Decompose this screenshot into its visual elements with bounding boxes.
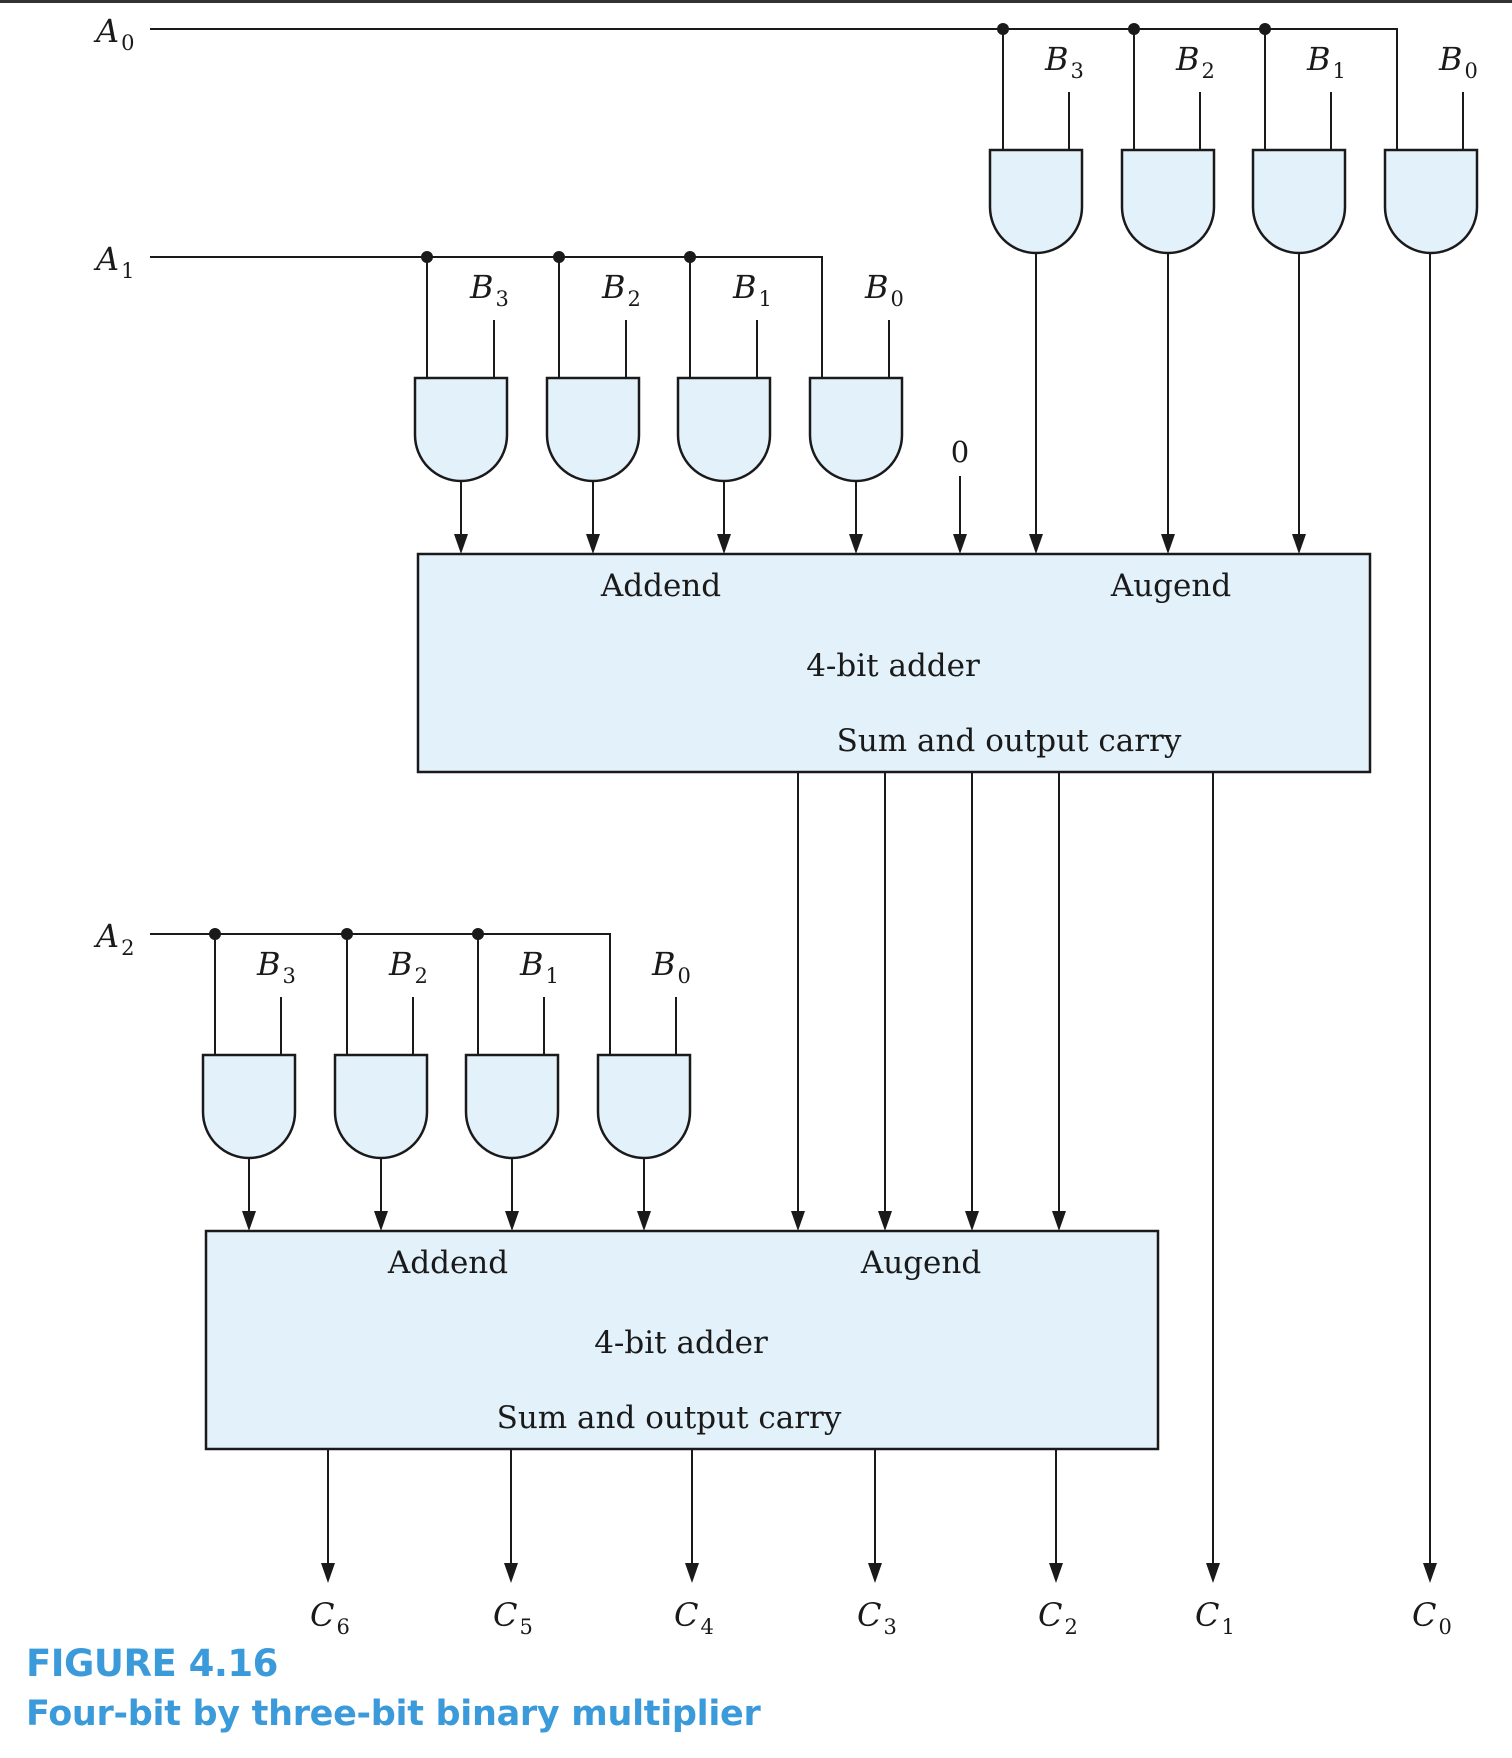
a1-junction-2 xyxy=(684,251,696,263)
row1-b2-label: B2 xyxy=(601,268,641,311)
and-gate-row2-0 xyxy=(201,1053,297,1160)
adder-1-augend: Augend xyxy=(1110,568,1231,604)
adder-1-addend: Addend xyxy=(600,568,721,604)
output-c1-arrow-head xyxy=(1206,1563,1220,1583)
row2-b1-label: B1 xyxy=(519,945,559,988)
a0-junction-1 xyxy=(1128,23,1140,35)
a2-junction-0 xyxy=(209,928,221,940)
output-c0-label: C0 xyxy=(1412,1596,1452,1639)
adder-2-addend: Addend xyxy=(387,1245,508,1281)
output-c3-label: C3 xyxy=(857,1596,897,1639)
output-c6-arrow-head xyxy=(321,1563,335,1583)
adder-2-box xyxy=(204,1229,1160,1451)
zero-input-head xyxy=(953,534,967,554)
a2-junction-2 xyxy=(472,928,484,940)
row1-gate-out-3-head xyxy=(849,534,863,554)
and-gate-row1-2 xyxy=(676,376,772,483)
row2-gate-out-1-head xyxy=(374,1211,388,1231)
adder-2-augend: Augend xyxy=(860,1245,981,1281)
adder1-sum-0-head xyxy=(791,1211,805,1231)
a1-junction-1 xyxy=(553,251,565,263)
a1-label: A1 xyxy=(93,240,134,283)
adder-1-output: Sum and output carry xyxy=(837,723,1182,759)
output-c2-label: C2 xyxy=(1038,1596,1078,1639)
zero-input-label: 0 xyxy=(951,435,969,469)
a0-junction-2 xyxy=(1259,23,1271,35)
row0-b3-label: B3 xyxy=(1044,40,1084,83)
a2-line xyxy=(150,933,611,1055)
row1-gate-out-2-head xyxy=(717,534,731,554)
row1-gate-out-0-head xyxy=(454,534,468,554)
wires-layer xyxy=(150,28,1464,1573)
a1-line xyxy=(150,256,823,378)
figure-number: FIGURE 4.16 xyxy=(26,1642,278,1685)
and-gate-row0-3 xyxy=(1383,148,1479,255)
row0-b1-label: B1 xyxy=(1306,40,1346,83)
row0-gate-out-0-head xyxy=(1029,534,1043,554)
and-gate-row0-1 xyxy=(1120,148,1216,255)
adder1-sum-3-head xyxy=(1052,1211,1066,1231)
adder-1-box xyxy=(416,552,1372,774)
and-gate-row0-0 xyxy=(988,148,1084,255)
output-c2-arrow-head xyxy=(1049,1563,1063,1583)
output-c3-arrow-head xyxy=(868,1563,882,1583)
output-c6-label: C6 xyxy=(310,1596,350,1639)
row0-b0-label: B0 xyxy=(1438,40,1478,83)
row0-gate-out-1-head xyxy=(1161,534,1175,554)
adder-1-name: 4-bit adder xyxy=(806,648,980,684)
and-gate-row2-2 xyxy=(464,1053,560,1160)
a0-label: A0 xyxy=(93,12,134,55)
a0-junction-0 xyxy=(997,23,1009,35)
a2-junction-1 xyxy=(341,928,353,940)
figure-title: Four-bit by three-bit binary multiplier xyxy=(26,1694,761,1734)
adder-2-name: 4-bit adder xyxy=(594,1325,768,1361)
output-c0-arrow-head xyxy=(1423,1563,1437,1583)
and-gate-row1-1 xyxy=(545,376,641,483)
and-gate-row2-1 xyxy=(333,1053,429,1160)
row1-b1-label: B1 xyxy=(732,268,772,311)
row2-b2-label: B2 xyxy=(388,945,428,988)
row2-gate-out-3-head xyxy=(637,1211,651,1231)
row1-b0-label: B0 xyxy=(864,268,904,311)
output-c1-label: C1 xyxy=(1195,1596,1235,1639)
output-c4-label: C4 xyxy=(674,1596,714,1639)
output-c5-label: C5 xyxy=(493,1596,533,1639)
row0-gate-out-2-head xyxy=(1292,534,1306,554)
output-c4-arrow-head xyxy=(685,1563,699,1583)
top-border xyxy=(0,0,1512,3)
row1-gate-out-1-head xyxy=(586,534,600,554)
adder-2-output: Sum and output carry xyxy=(497,1400,842,1436)
adder1-sum-1-head xyxy=(878,1211,892,1231)
a0-line xyxy=(150,28,1398,150)
row2-b0-label: B0 xyxy=(651,945,691,988)
a2-label: A2 xyxy=(93,917,134,960)
and-gate-row1-3 xyxy=(808,376,904,483)
a1-junction-0 xyxy=(421,251,433,263)
output-c5-arrow-head xyxy=(504,1563,518,1583)
shapes-layer xyxy=(201,23,1479,1583)
row2-gate-out-0-head xyxy=(242,1211,256,1231)
row0-b2-label: B2 xyxy=(1175,40,1215,83)
row2-gate-out-2-head xyxy=(505,1211,519,1231)
and-gate-row1-0 xyxy=(413,376,509,483)
adder1-sum-2-head xyxy=(965,1211,979,1231)
and-gate-row2-3 xyxy=(596,1053,692,1160)
row1-b3-label: B3 xyxy=(469,268,509,311)
and-gate-row0-2 xyxy=(1251,148,1347,255)
row2-b3-label: B3 xyxy=(256,945,296,988)
